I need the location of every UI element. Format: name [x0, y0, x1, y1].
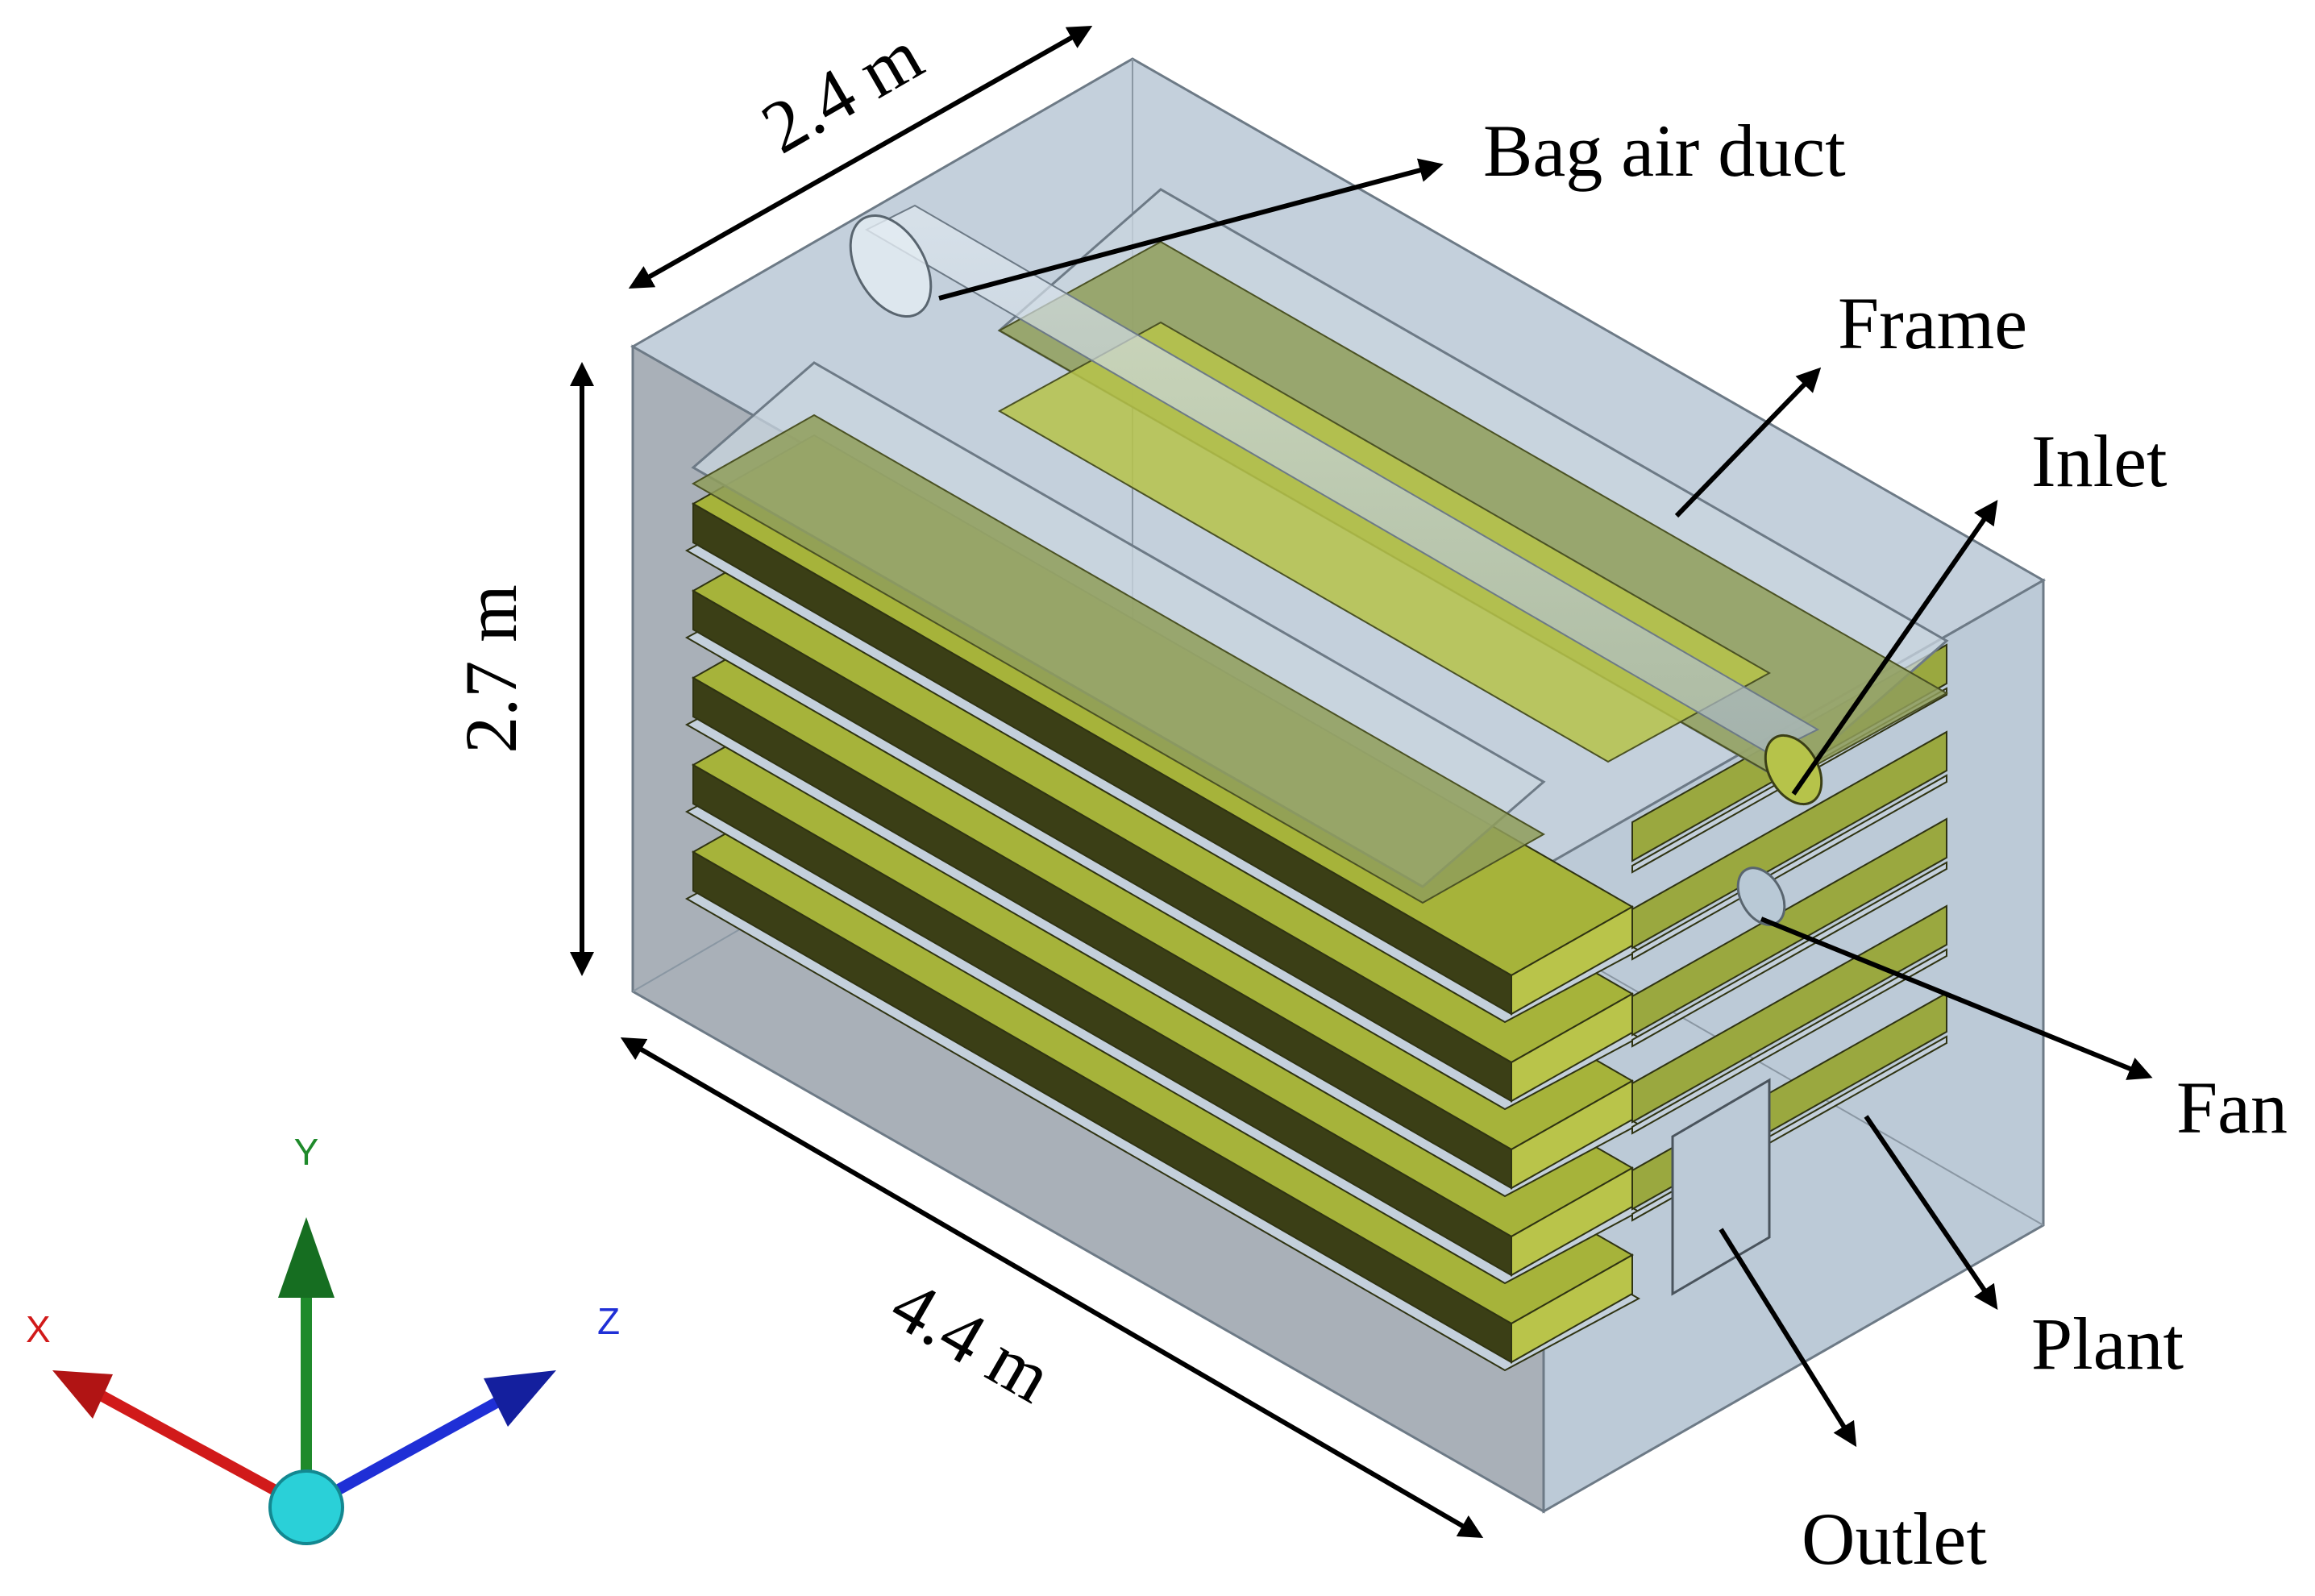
length-label: 4.4 m [878, 1263, 1065, 1419]
x-axis-label: X [26, 1308, 51, 1350]
dimension-arrows [570, 26, 1484, 1539]
back-shelf-plate-3 [1631, 861, 1947, 1048]
frame-arrow [1674, 367, 1822, 518]
height-label: 2.7 m [450, 584, 532, 754]
plant-bed-upper-front [691, 414, 1546, 904]
z-axis-label: Z [597, 1300, 620, 1342]
bag-air-duct-arrow [938, 158, 1444, 301]
length-dimension-arrow [620, 1037, 1484, 1539]
back-shelf-end-3 [1631, 817, 1947, 1037]
z-axis-head [484, 1370, 556, 1427]
plant-shelf-end-5 [1511, 1253, 1633, 1364]
depth-label: 2.4 m [748, 14, 935, 169]
outlet-arrow [1719, 1228, 1857, 1448]
x-axis-arrow [81, 1381, 310, 1513]
bag-air-duct-label: Bag air duct [1483, 110, 1846, 192]
outlet-door [1671, 1078, 1771, 1296]
x-axis-head [52, 1370, 113, 1419]
frame-label: Frame [1838, 282, 2027, 364]
y-axis-label: Y [294, 1131, 319, 1173]
back-shelf-plate-4 [1631, 948, 1947, 1135]
fan-label: Fan [2176, 1066, 2288, 1149]
coordinate-triad: X Y Z [26, 1131, 620, 1545]
back-shelf-end-2 [1631, 730, 1947, 950]
depth-dimension-arrow [628, 26, 1093, 289]
inlet-arrow [1791, 500, 1998, 796]
callout-arrows [938, 158, 2153, 1448]
plant-label: Plant [2031, 1303, 2184, 1385]
fan-arrow [1760, 916, 2153, 1080]
frame-trays [691, 188, 1949, 904]
inlet-label: Inlet [2031, 420, 2167, 502]
origin-ball [268, 1469, 344, 1545]
back-shelf-plate-2 [1631, 774, 1947, 961]
inlet-port [1764, 734, 1823, 806]
y-axis-head [278, 1217, 335, 1298]
outlet-label: Outlet [1802, 1498, 1987, 1580]
plant-arrow [1864, 1115, 1998, 1310]
